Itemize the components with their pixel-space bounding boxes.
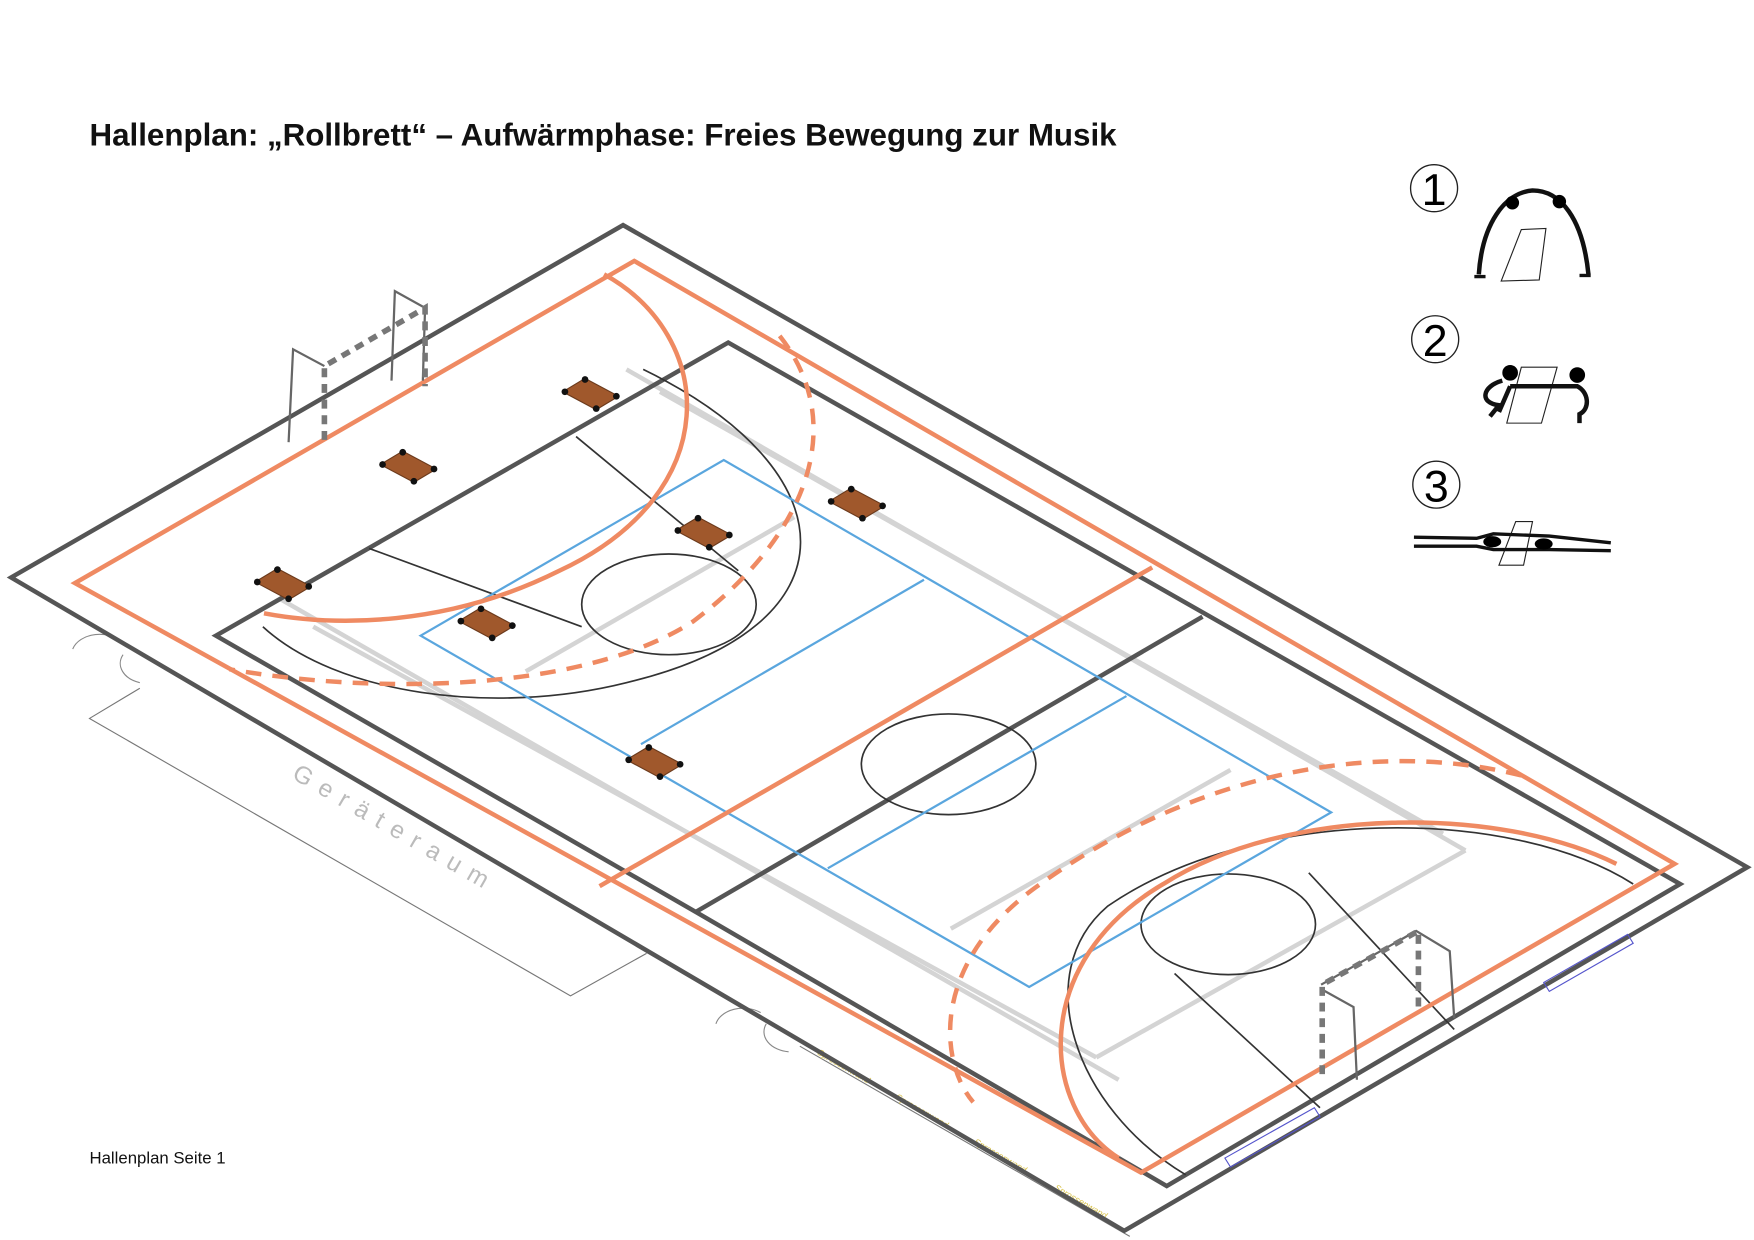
legend-item-1: 1 [1409, 164, 1591, 282]
number-circle [1409, 164, 1459, 213]
basketball-lines [262, 368, 1634, 1176]
number-circle [1411, 315, 1460, 364]
hall-outer-border [6, 222, 1752, 1234]
legend: 1 2 3 [1409, 164, 1611, 566]
rollbrett-board [253, 566, 313, 603]
legend-number: 1 [1422, 165, 1447, 215]
mats [1224, 933, 1634, 1168]
rollbrett-board [457, 605, 516, 642]
page-footer: Hallenplan Seite 1 [89, 1149, 225, 1168]
legend-number: 3 [1424, 461, 1449, 511]
legend-item-3: 3 [1412, 460, 1611, 566]
rollbrett-board [625, 744, 684, 780]
legend-number: 2 [1423, 316, 1448, 366]
person-bridge-over-board-icon [1474, 188, 1591, 282]
court-lines [211, 340, 1685, 1189]
handball-goal-right [1319, 926, 1456, 1080]
handball-lines [70, 258, 1680, 1176]
legend-item-2: 2 [1411, 315, 1590, 424]
rollbrett-board [379, 448, 438, 485]
page-title: Hallenplan: „Rollbrett“ – Aufwärmphase: … [89, 118, 1117, 153]
badminton-lines [278, 367, 1467, 1082]
equipment-room [72, 633, 1131, 1237]
lying-person-on-board-icon [1413, 521, 1611, 566]
two-persons-crouching-board-icon [1483, 364, 1590, 424]
rollbrett-board [827, 485, 886, 522]
handball-goal-left [287, 289, 428, 443]
center-circle [860, 713, 1037, 816]
rollbrett-board [674, 514, 733, 551]
number-circle [1412, 460, 1461, 509]
rollbrett-boards [253, 376, 886, 780]
rollbrett-board [561, 376, 620, 412]
volleyball-court [418, 458, 1334, 989]
